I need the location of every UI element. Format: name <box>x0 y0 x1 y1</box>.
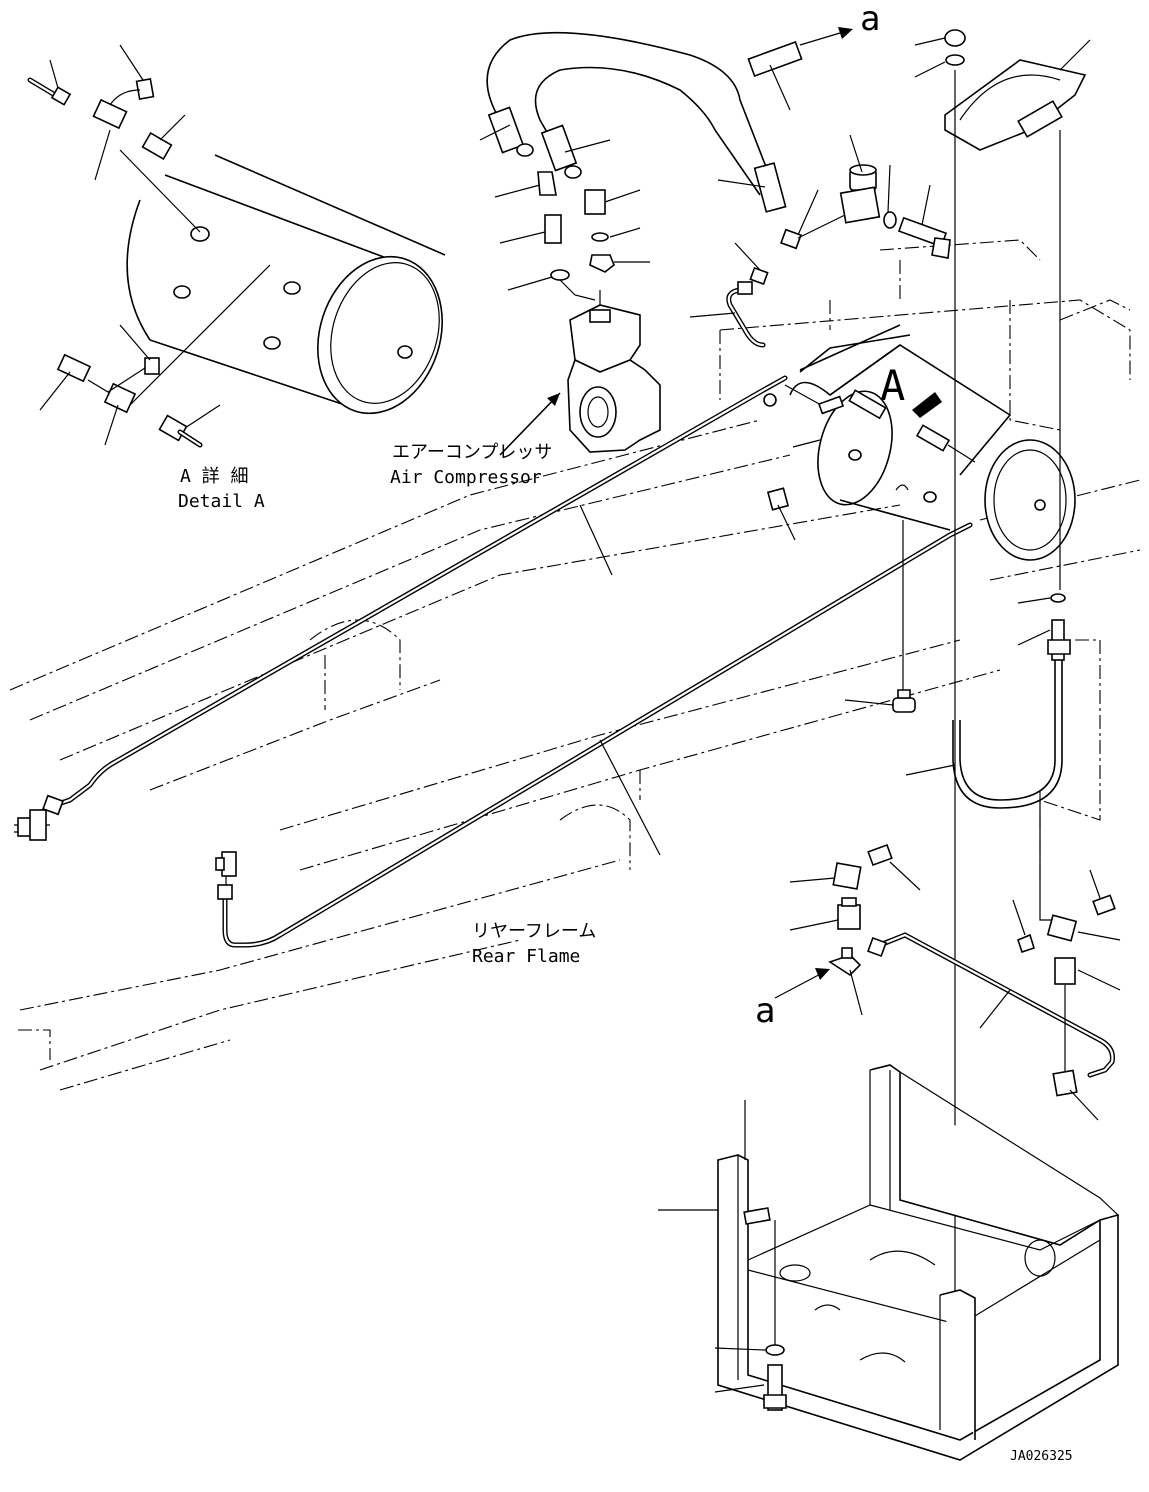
view-A-arrow <box>912 392 942 418</box>
view-A-label: A <box>880 361 905 410</box>
compressor-hose <box>479 31 787 213</box>
drain-valve <box>844 484 916 713</box>
detail-a-label-jp: A 詳 細 <box>180 466 249 487</box>
ref-a-bottom-arrow <box>815 968 830 980</box>
compressor-fittings <box>494 171 650 301</box>
tank-inlet-pipe <box>689 242 769 348</box>
tank-bracket <box>658 1064 1119 1461</box>
pressure-valve-assembly <box>780 134 951 259</box>
right-brake-pipe <box>867 932 1115 1078</box>
bottom-bolt <box>714 1344 787 1411</box>
brake-valve-left <box>14 809 50 841</box>
detail-a-fittings-bottom <box>39 324 221 448</box>
air-compressor <box>567 290 661 453</box>
rear-frame-label-jp: リヤーフレーム <box>472 921 596 942</box>
right-tee-fittings <box>1012 800 1121 1121</box>
compressor-leader <box>499 392 561 456</box>
brake-valve-lower <box>215 851 237 885</box>
right-drain-hose <box>905 593 1071 809</box>
detail-a-fittings-top <box>27 44 186 181</box>
rear-frame-label-en: Rear Flame <box>472 946 580 967</box>
right-fittings <box>789 843 921 1016</box>
drawing-number: JA026325 <box>1010 1449 1073 1464</box>
rear-frame-outline <box>9 239 1141 1091</box>
compressor-label-jp: エアーコンプレッサ <box>392 442 552 463</box>
ref-a-bottom: a <box>755 991 775 1031</box>
ref-a-top-arrow <box>747 27 853 111</box>
main-air-tank <box>763 324 1076 561</box>
ref-a-top: a <box>860 0 880 39</box>
air-tank-detail <box>119 149 446 415</box>
brake-pipe-upper <box>42 375 788 816</box>
detail-a-label-en: Detail A <box>178 491 265 512</box>
compressor-label-en: Air Compressor <box>390 467 542 488</box>
brake-pipe-lower <box>217 522 973 948</box>
compressor-arrow <box>547 393 560 406</box>
